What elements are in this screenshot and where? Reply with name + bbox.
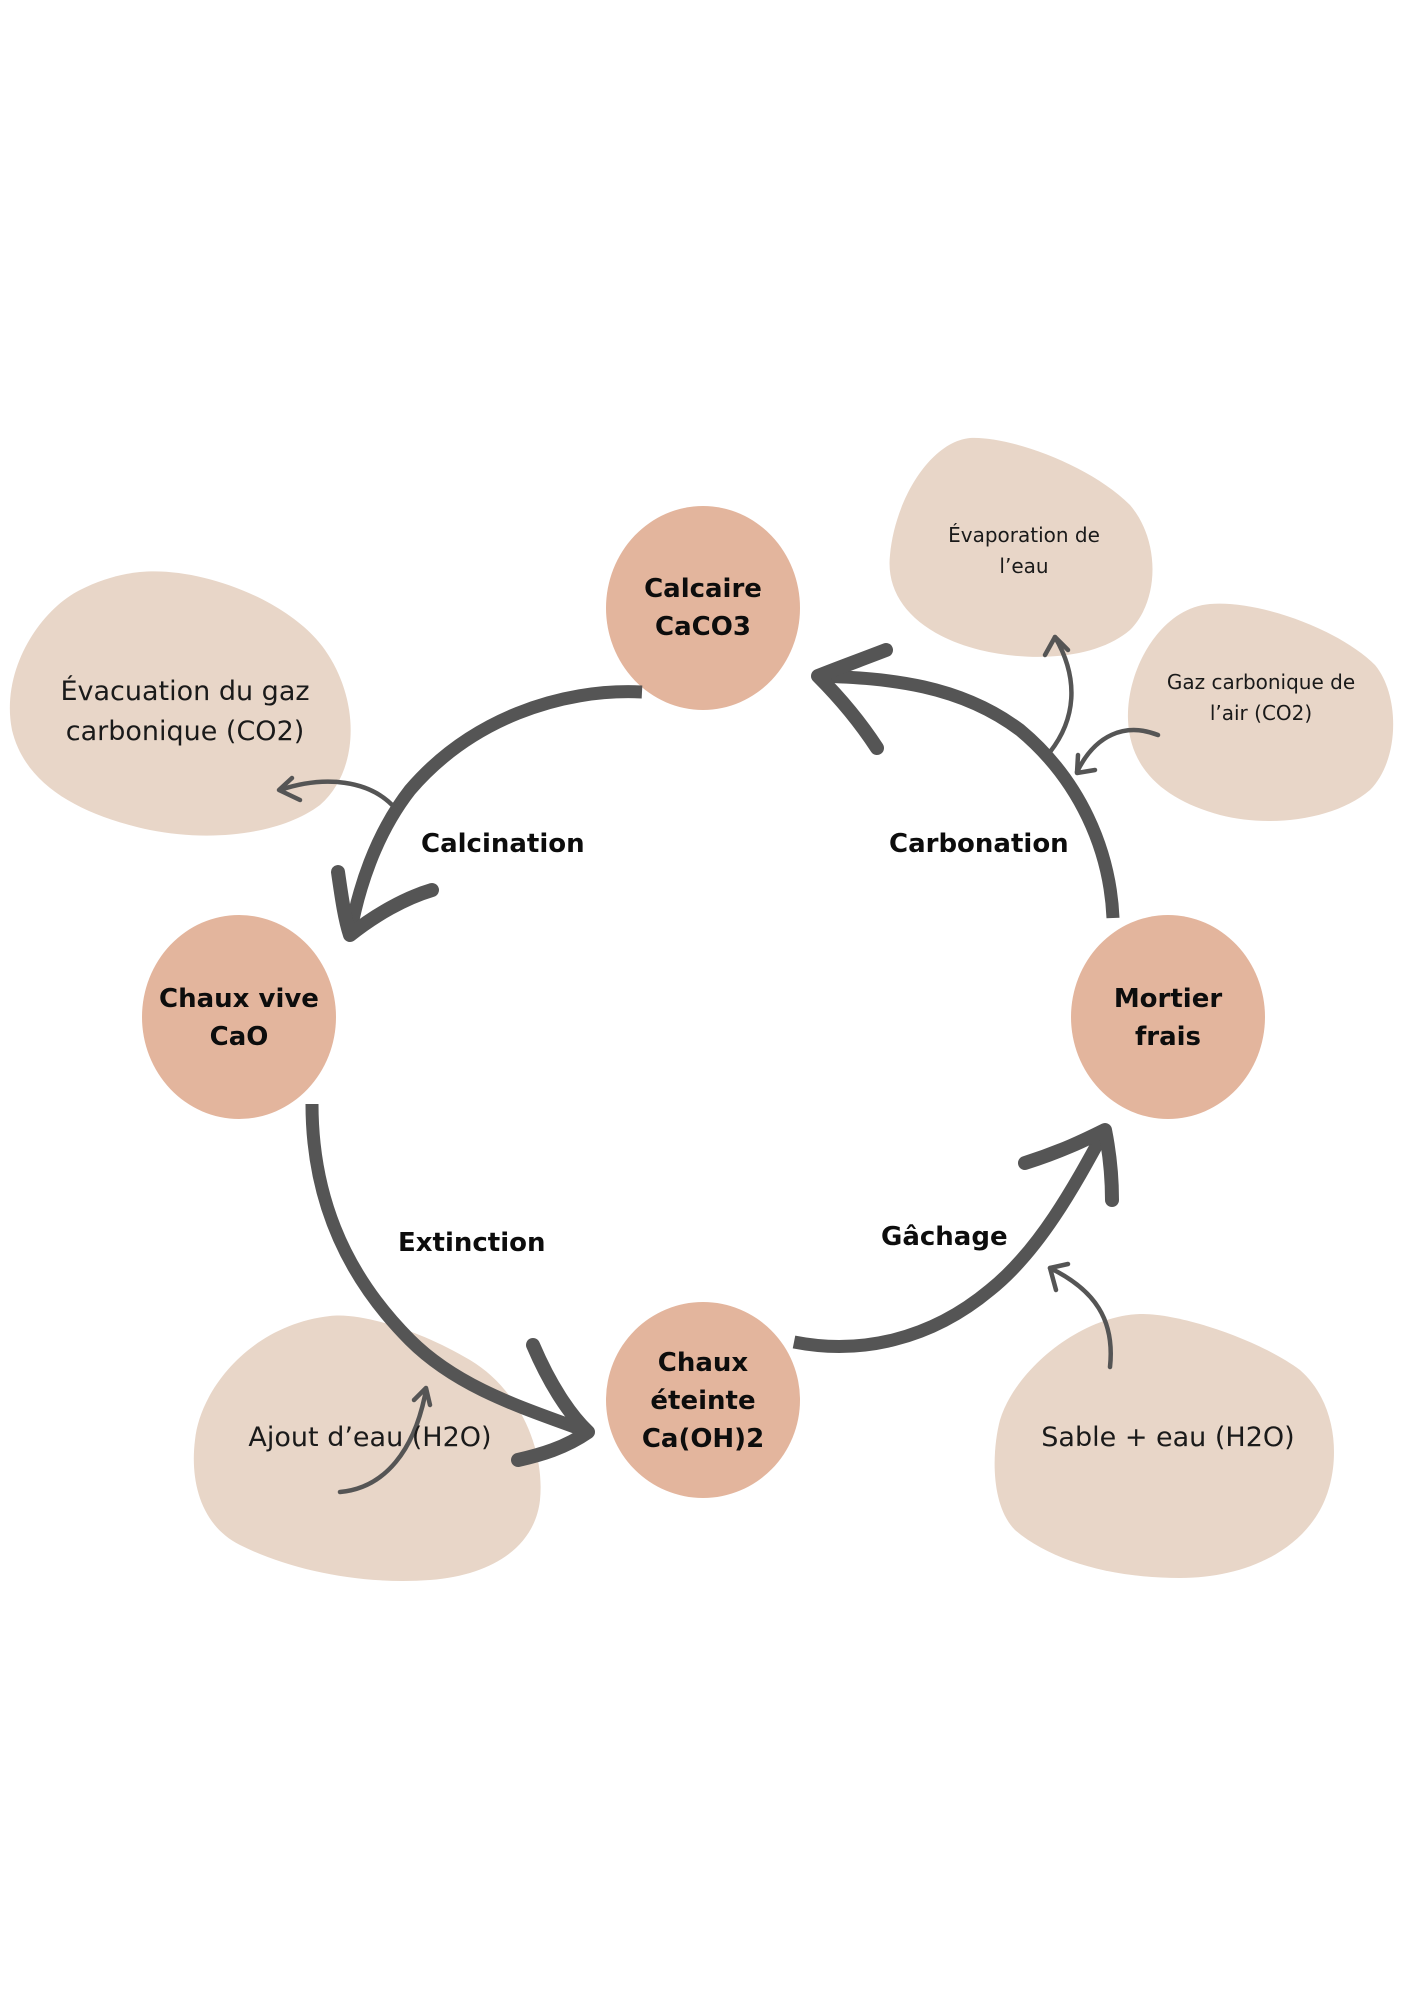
- arrow-evaporation-out: [1042, 634, 1074, 755]
- node-label-chaux-vive: Chaux vive CaO: [139, 980, 339, 1056]
- node-chaux-vive: [142, 915, 336, 1119]
- node-label-chaux-eteinte: Chaux éteinte Ca(OH)2: [603, 1344, 803, 1458]
- arrow-carbonation: [811, 643, 1120, 919]
- arrow-sand-water-in: [1047, 1261, 1113, 1370]
- arrow-extinction: [305, 1103, 595, 1467]
- node-label-line: Mortier: [1113, 984, 1223, 1014]
- blob-sable-eau: [994, 1313, 1334, 1578]
- node-label-calcaire: Calcaire CaCO3: [603, 570, 803, 646]
- node-label-line: éteinte: [650, 1386, 756, 1416]
- arrow-co2-air-in: [1074, 727, 1161, 776]
- node-label-line: Calcaire: [644, 574, 762, 604]
- note-label-line: carbonique (CO2): [65, 716, 305, 747]
- note-label-line: l’eau: [999, 554, 1049, 578]
- blob-co2-air: [1127, 603, 1394, 822]
- arrow-calcination: [331, 685, 643, 942]
- arrow-co2-out: [276, 775, 398, 811]
- arrow-gachage: [792, 1123, 1119, 1353]
- note-label-evaporation-eau: Évaporation de l’eau: [924, 520, 1124, 582]
- stage-label-extinction: Extinction: [398, 1228, 546, 1258]
- node-label-line: Chaux vive: [159, 984, 319, 1014]
- node-calcaire: [606, 506, 800, 710]
- node-label-line: CaO: [209, 1022, 269, 1052]
- stage-label-gachage: Gâchage: [881, 1222, 1008, 1252]
- stage-label-carbonation: Carbonation: [889, 829, 1069, 859]
- node-mortier-frais: [1071, 915, 1265, 1119]
- note-label-co2-air: Gaz carbonique de l’air (CO2): [1151, 667, 1371, 729]
- note-label-line: Ajout d’eau (H2O): [248, 1422, 492, 1453]
- blob-evaporation-eau: [889, 437, 1153, 657]
- note-label-line: l’air (CO2): [1209, 701, 1313, 725]
- stage-label-calcination: Calcination: [421, 829, 585, 859]
- node-label-mortier-frais: Mortier frais: [1068, 980, 1268, 1056]
- arrow-water-in-extinction: [337, 1385, 433, 1495]
- node-chaux-eteinte: [606, 1302, 800, 1498]
- note-label-line: Sable + eau (H2O): [1041, 1422, 1295, 1453]
- node-label-line: Chaux: [657, 1348, 749, 1378]
- note-label-line: Gaz carbonique de: [1166, 670, 1356, 694]
- node-label-line: CaCO3: [655, 612, 751, 642]
- note-label-line: Évaporation de: [948, 523, 1100, 547]
- node-label-line: frais: [1134, 1022, 1202, 1052]
- note-label-sable-eau: Sable + eau (H2O): [1018, 1418, 1318, 1458]
- note-label-line: Évacuation du gaz: [60, 676, 310, 707]
- node-label-line: Ca(OH)2: [641, 1424, 765, 1454]
- blob-evacuation-co2: [9, 571, 351, 836]
- note-label-ajout-eau: Ajout d’eau (H2O): [220, 1418, 520, 1458]
- note-label-evacuation-co2: Évacuation du gaz carbonique (CO2): [35, 672, 335, 752]
